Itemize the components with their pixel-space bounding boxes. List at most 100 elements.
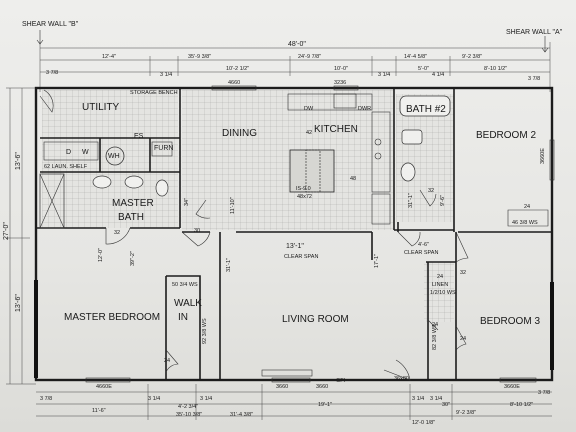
label-door-24-bed2: 24 — [524, 204, 530, 210]
dim-top-d9: 8'-10 1/2" — [484, 66, 507, 72]
kitchen-counters — [287, 93, 391, 225]
dim-top-d1: 12'-4" — [102, 54, 116, 60]
dim-bottom-d10: 3 1/4 — [430, 396, 442, 402]
left-dimension-lines — [6, 87, 36, 385]
label-storage-bench: STORAGE BENCH — [130, 90, 178, 96]
dim-left-overall: 27'-0" — [3, 222, 10, 240]
dim-bottom-d6: 3 1/4 — [200, 396, 212, 402]
shear-wall-b-marker — [36, 30, 44, 45]
dim-top-overall: 48'-0" — [288, 41, 306, 48]
label-linen-24: 24 — [437, 274, 443, 280]
label-door-30: 30 — [194, 228, 200, 234]
room-label-bedroom-2: BEDROOM 2 — [476, 130, 536, 141]
dim-top-d4: 24'-9 7/8" — [298, 54, 321, 60]
door-swings — [39, 89, 549, 381]
dim-top-d5: 10'-0" — [334, 66, 348, 72]
dim-top-d10: 3 1/4 — [160, 72, 172, 78]
label-laundry-shelf: 62 LAUN. SHELF — [44, 164, 88, 170]
bottom-dimension-lines — [36, 384, 552, 420]
label-bedroom-2-window: 3660E — [540, 148, 546, 164]
label-linen-ws: 1/2/10 WS — [430, 290, 456, 296]
label-living-dim: 13'-1" — [286, 243, 304, 250]
label-door-24-bed3: 24 — [460, 336, 466, 342]
label-dim-39-2: 39"-2" — [130, 251, 136, 266]
room-label-walk-in-1: WALK — [174, 298, 202, 309]
label-dim-4-6: 4'-6" — [418, 242, 429, 248]
room-label-kitchen: KITCHEN — [314, 124, 358, 135]
dim-bottom-d11: 30" — [442, 402, 450, 408]
dim-bottom-d2: 11'-6" — [92, 408, 106, 414]
label-dishwasher: DW — [304, 106, 314, 112]
interior-walls — [36, 88, 552, 380]
label-door-24-linen: 24 — [432, 322, 438, 328]
label-dim-34: 34" — [184, 198, 190, 206]
label-ws-walkin-top: 50 3/4 WS — [172, 282, 198, 288]
label-door-32-bed3: 32 — [460, 270, 466, 276]
label-door-36x80: 36x80 — [394, 376, 409, 382]
dim-left-upper: 13'-6" — [15, 152, 22, 170]
label-shear-wall-b: SHEAR WALL "B" — [22, 21, 79, 28]
dim-bottom-d3: 3 1/4 — [148, 396, 160, 402]
label-door-32-mb: 32 — [114, 230, 120, 236]
label-dim-31-mid: 31"-1" — [408, 193, 414, 208]
label-ws-walkin-side: 92 3/8 WS — [202, 318, 208, 344]
label-gfi: GFI — [336, 378, 346, 384]
label-island-dim: 48x72 — [297, 194, 312, 200]
top-dimension-lines — [39, 42, 551, 92]
dim-top-d13: 3 7/8 — [46, 70, 58, 76]
dim-bottom-d12: 9'-2 3/8" — [456, 410, 476, 416]
label-window-3236: 3236 — [334, 80, 346, 86]
label-shear-wall-a: SHEAR WALL "A" — [506, 29, 563, 36]
dim-top-d2: 35'-9 3/8" — [188, 54, 211, 60]
window-marks — [85, 85, 555, 383]
room-label-bath-2: BATH #2 — [406, 104, 446, 115]
label-kitchen-48: 48 — [350, 176, 356, 182]
dim-top-d3: 10'-2 1/2" — [226, 66, 249, 72]
room-label-walk-in-2: IN — [178, 312, 188, 323]
dim-bottom-d13: 8'-10 1/2" — [510, 402, 533, 408]
dim-top-d14: 3 7/8 — [528, 76, 540, 82]
dim-top-d6: 14'-4 5/8" — [404, 54, 427, 60]
label-dim-11-10: 11'-10" — [230, 197, 236, 214]
dim-bottom-d14: 12'-0 1/8" — [412, 420, 435, 426]
room-label-utility: UTILITY — [82, 102, 120, 113]
label-dim-12-0: 12'-0" — [98, 248, 104, 262]
tile-floor — [42, 90, 454, 322]
dim-bottom-d15: 3 7/8 — [538, 390, 550, 396]
label-dim-9-6: 9'-6" — [440, 195, 446, 206]
dim-bottom-d7: 31'-4 3/8" — [230, 412, 253, 418]
room-label-dining: DINING — [222, 128, 257, 139]
room-label-master-bedroom: MASTER BEDROOM — [64, 312, 160, 323]
label-window-3660-b: 3660 — [316, 384, 328, 390]
label-ws-bedroom-3: 82 3/8 WS — [432, 324, 438, 350]
label-ws-bedroom-2: 46 3/8 WS — [512, 220, 538, 226]
dim-bottom-d1: 3 7/8 — [40, 396, 52, 402]
label-dim-17-1: 17'-1" — [374, 254, 380, 268]
dim-bottom-d8: 19'-1" — [318, 402, 332, 408]
exterior-walls — [34, 86, 554, 382]
room-label-bedroom-3: BEDROOM 3 — [480, 316, 540, 327]
label-washer: W — [82, 149, 89, 156]
label-es: ES — [134, 133, 144, 140]
label-clear-span-living: CLEAR SPAN — [284, 254, 318, 260]
label-window-4660: 4660 — [228, 80, 240, 86]
label-wh: WH — [108, 153, 120, 160]
label-clear-span-hall: CLEAR SPAN — [404, 250, 438, 256]
dim-top-d7: 9'-2 3/8" — [462, 54, 482, 60]
dim-top-d8: 5'-0" — [418, 66, 429, 72]
label-window-4660e: 4660E — [96, 384, 112, 390]
room-label-living-room: LIVING ROOM — [282, 314, 349, 325]
label-furn: FURN — [154, 145, 173, 152]
dim-bottom-d4: 35'-10 3/8" — [176, 412, 202, 418]
label-island-size: IS-9.0 — [296, 186, 311, 192]
room-label-master-bath-1: MASTER — [112, 198, 154, 209]
label-door-24-walkin: 24 — [164, 358, 170, 364]
label-linen: LINEN — [432, 282, 448, 288]
dim-top-d12: 4 1/4 — [432, 72, 444, 78]
bath-fixtures — [39, 95, 451, 229]
shear-wall-a-marker — [541, 36, 549, 53]
dim-bottom-d5: 4'-2 3/4" — [178, 404, 198, 410]
dim-left-lower: 13'-6" — [15, 294, 22, 312]
label-door-32-bath2: 32 — [428, 188, 434, 194]
